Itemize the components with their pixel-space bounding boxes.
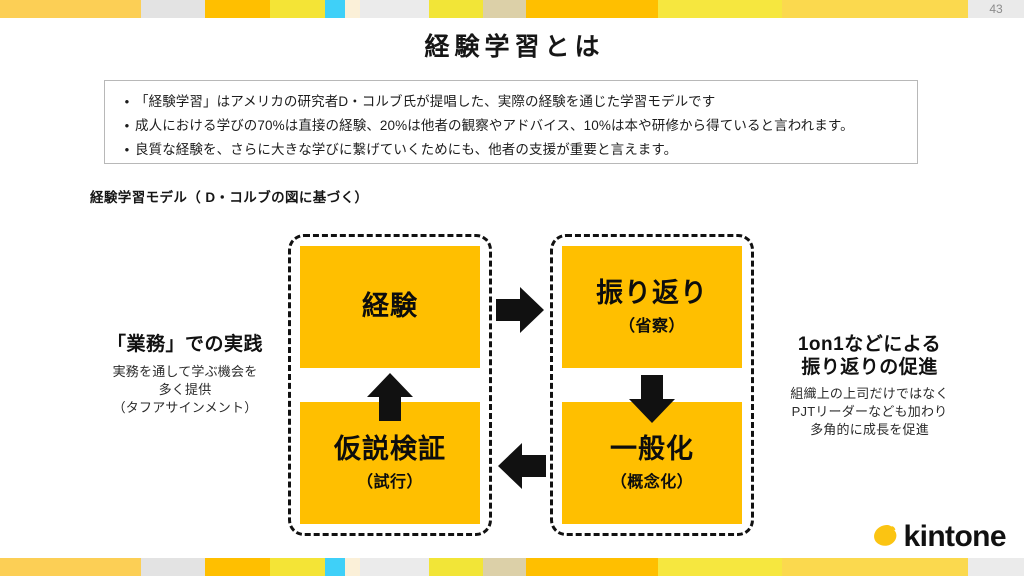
bar-segment [360, 558, 429, 576]
bullet-text: 成人における学びの70%は直接の経験、20%は他者の観察やアドバイス、10%は本… [135, 118, 854, 133]
cell-subtitle: （概念化） [610, 473, 694, 491]
summary-box: • 「経験学習」はアメリカの研究者D・コルブ氏が提唱した、実際の経験を通じた学習… [104, 80, 918, 164]
bar-segment [325, 0, 345, 18]
bar-segment [483, 558, 526, 576]
caption-left: 「業務」での実践 実務を通して学ぶ機会を多く提供（タフアサインメント） [75, 333, 295, 417]
diagram-cell-hypothesis: 仮説検証 （試行） [300, 402, 480, 524]
diagram-cell-experience: 経験 [300, 246, 480, 368]
diagram-heading: 経験学習モデル（ D・コルブの図に基づく） [90, 190, 369, 205]
bar-segment [429, 0, 483, 18]
bar-segment [658, 0, 782, 18]
cell-title: 仮説検証 [334, 434, 446, 465]
bar-segment [483, 0, 526, 18]
diagram-cell-reflection: 振り返り （省察） [562, 246, 742, 368]
bar-segment [526, 558, 658, 576]
kintone-wordmark: kintone [903, 520, 1007, 553]
kintone-logo: kintone [872, 520, 1007, 553]
bar-segment [270, 0, 325, 18]
caption-right-title: 1on1などによる振り返りの促進 [797, 334, 942, 378]
kintone-mark-icon [872, 524, 900, 550]
arrow-right-icon [496, 287, 544, 333]
bar-segment [0, 0, 141, 18]
bar-segment [141, 0, 205, 18]
experiential-learning-diagram: 経験 振り返り （省察） 仮説検証 （試行） 一般化 （概念化） [0, 225, 1024, 545]
bullet-icon: • [124, 142, 130, 157]
top-decorative-bar [0, 0, 1024, 18]
bottom-decorative-bar [0, 558, 1024, 576]
bar-segment [205, 558, 270, 576]
cell-title: 振り返り [596, 278, 708, 309]
arrow-up-icon [367, 373, 413, 421]
list-item: • 「経験学習」はアメリカの研究者D・コルブ氏が提唱した、実際の経験を通じた学習… [119, 90, 903, 114]
bar-segment [968, 558, 1024, 576]
bullet-text: 良質な経験を、さらに大きな学びに繋げていくためにも、他者の支援が重要と言えます。 [135, 142, 678, 157]
bar-segment [658, 558, 782, 576]
diagram-group-reflection [550, 234, 754, 536]
page-number: 43 [968, 0, 1024, 18]
cell-subtitle: （省察） [618, 317, 685, 335]
list-item: • 良質な経験を、さらに大きな学びに繋げていくためにも、他者の支援が重要と言えま… [119, 138, 903, 162]
bar-segment [0, 558, 141, 576]
bar-segment [205, 0, 270, 18]
arrow-down-icon [629, 375, 675, 423]
bar-segment [429, 558, 483, 576]
bullet-icon: • [124, 118, 130, 133]
bar-segment [360, 0, 429, 18]
caption-left-body: 実務を通して学ぶ機会を多く提供（タフアサインメント） [112, 364, 258, 415]
bullet-text: 「経験学習」はアメリカの研究者D・コルブ氏が提唱した、実際の経験を通じた学習モデ… [135, 94, 716, 109]
bullet-icon: • [124, 94, 130, 109]
bar-segment [141, 558, 205, 576]
bar-segment [526, 0, 658, 18]
bar-segment [782, 558, 968, 576]
arrow-left-icon [498, 443, 546, 489]
page-title: 経験学習とは [424, 33, 605, 61]
bar-segment [345, 0, 360, 18]
diagram-group-practice [288, 234, 492, 536]
bar-segment [782, 0, 968, 18]
bar-segment [325, 558, 345, 576]
cell-title: 一般化 [610, 434, 694, 465]
list-item: • 成人における学びの70%は直接の経験、20%は他者の観察やアドバイス、10%… [119, 114, 903, 138]
caption-left-title: 「業務」での実践 [106, 334, 263, 355]
bar-segment [270, 558, 325, 576]
cell-subtitle: （試行） [356, 473, 423, 491]
cell-title: 経験 [362, 291, 418, 322]
bar-segment [345, 558, 360, 576]
